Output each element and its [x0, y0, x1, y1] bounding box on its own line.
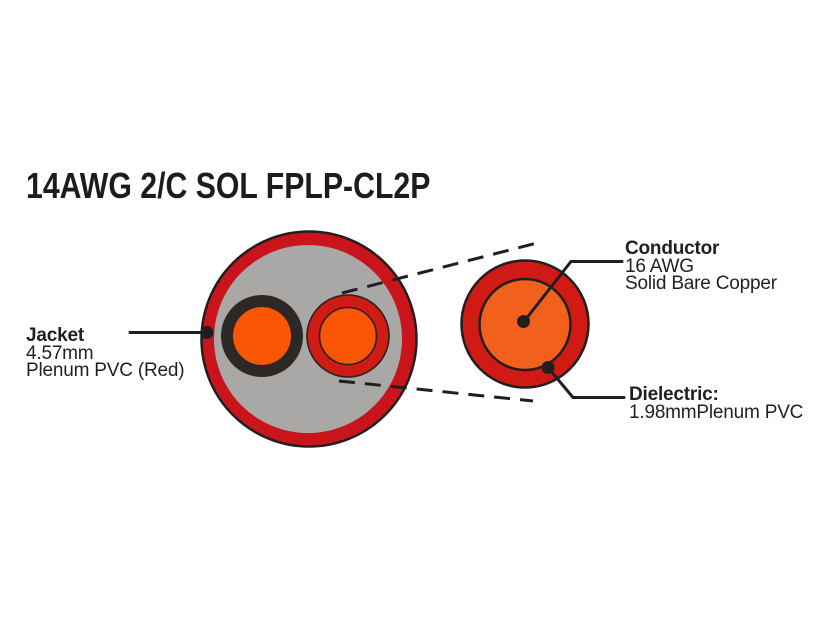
- dielectric-label: Dielectric: 1.98mmPlenum PVC: [629, 384, 804, 423]
- conductor-2-core: [318, 306, 378, 366]
- jacket-label-material: Plenum PVC (Red): [26, 360, 185, 381]
- conductor-label-gauge: 16 AWG: [625, 255, 694, 277]
- zoom-dashed-line-top: [341, 241, 538, 295]
- conductor-1-core: [233, 307, 291, 365]
- jacket-label: Jacket 4.57mm Plenum PVC (Red): [26, 325, 185, 381]
- dielectric-label-heading: Dielectric:: [629, 384, 719, 405]
- conductor-leader-dot: [517, 315, 530, 328]
- jacket-leader-dot: [200, 326, 214, 339]
- conductor-leader-line: [522, 260, 624, 323]
- jacket-label-size: 4.57mm: [26, 342, 94, 364]
- zoom-dashed-line-bottom: [338, 379, 534, 403]
- conductor-label-material: Solid Bare Copper: [625, 273, 777, 294]
- dielectric-label-spec: 1.98mmPlenum PVC: [629, 401, 804, 423]
- conductor-label: Conductor 16 AWG Solid Bare Copper: [625, 238, 777, 294]
- conductor-label-heading: Conductor: [625, 238, 720, 259]
- page-title: 14AWG 2/C SOL FPLP-CL2P: [26, 165, 431, 206]
- jacket-label-heading: Jacket: [26, 325, 84, 346]
- dielectric-leader-dot: [541, 361, 555, 374]
- dielectric-leader-line: [546, 366, 626, 399]
- cable-cross-section: [200, 230, 418, 448]
